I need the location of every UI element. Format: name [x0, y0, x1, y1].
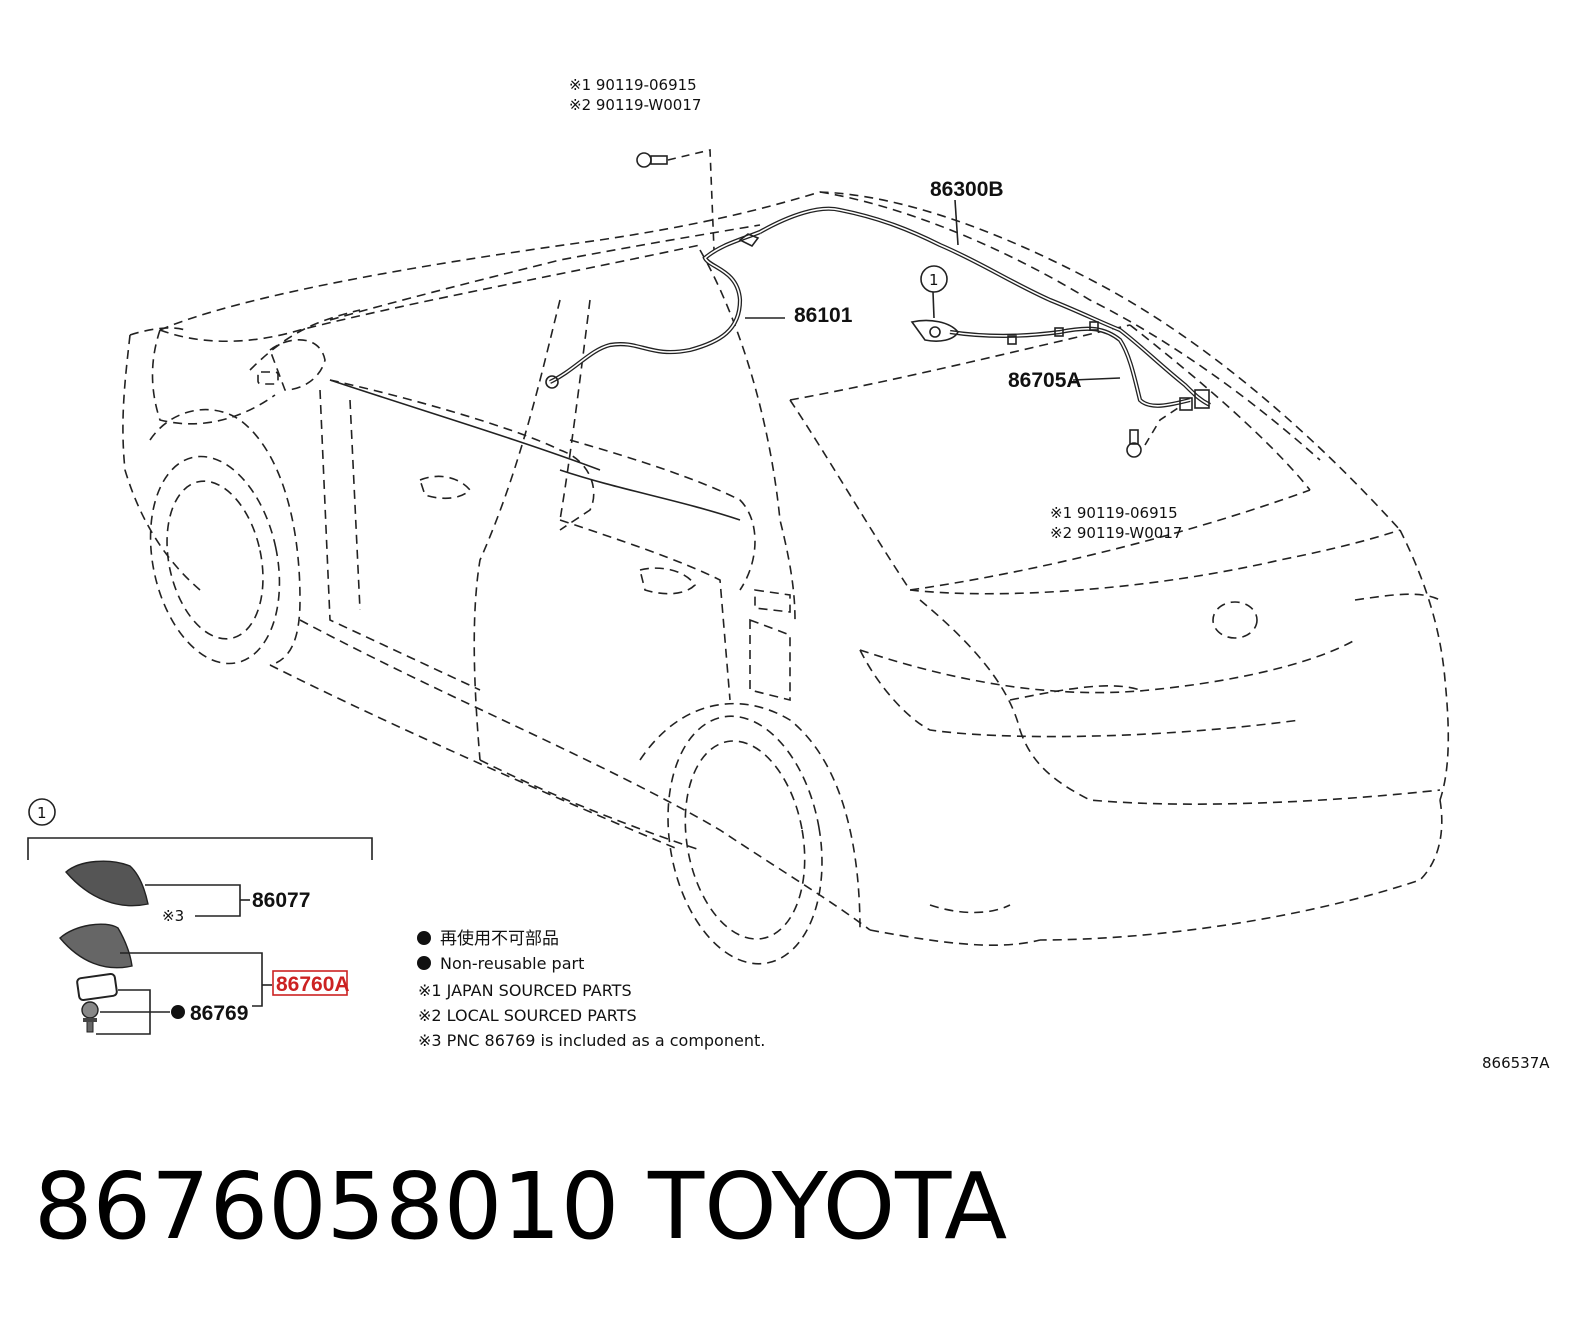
legend-note-1: ※1 JAPAN SOURCED PARTS	[418, 981, 632, 1000]
antenna-base-dot	[929, 326, 941, 338]
highlight-box-86760a	[272, 970, 348, 996]
right-note-1: ※1 90119-06915	[1050, 504, 1178, 522]
antenna-cable-86300b	[738, 206, 1211, 407]
nut-shape	[81, 1001, 99, 1019]
antenna-cover-86077-shape	[65, 860, 149, 907]
car-outline	[122, 191, 1450, 965]
part-label-86101: 86101	[794, 304, 853, 327]
part-label-86760a: 86760A	[276, 973, 350, 996]
legend-note-2: ※2 LOCAL SOURCED PARTS	[418, 1006, 637, 1025]
inset-circle-label: 1	[37, 804, 47, 822]
top-note-2: ※2 90119-W0017	[569, 96, 701, 114]
legend-non-reusable-en: Non-reusable part	[440, 954, 584, 973]
antenna-cable-86101	[545, 230, 761, 389]
part-label-86077: 86077	[252, 889, 310, 912]
antenna-assy-86760a-shape	[59, 923, 133, 969]
right-note-2: ※2 90119-W0017	[1050, 524, 1182, 542]
bolt-right	[1126, 429, 1142, 458]
cable-clips	[1007, 321, 1099, 345]
top-note-1: ※1 90119-06915	[569, 76, 697, 94]
part-label-86300b: 86300B	[930, 178, 1004, 201]
legend: 再使用不可部品 Non-reusable part ※1 JAPAN SOURC…	[417, 928, 765, 1050]
gasket-shape	[76, 972, 118, 1002]
note-3-marker: ※3	[162, 907, 184, 925]
roof-antenna-shape	[910, 319, 959, 342]
part-label-86705a: 86705A	[1008, 369, 1082, 392]
caption-part-number: 8676058010	[34, 1153, 619, 1260]
part-label-86769: 86769	[190, 1002, 248, 1025]
screw-shape	[83, 1018, 97, 1033]
bolt-top	[636, 152, 668, 168]
non-reusable-dot-86769	[171, 1005, 185, 1019]
antenna-cable-86705a	[949, 326, 1210, 411]
leader-lines	[667, 148, 1179, 446]
legend-non-reusable-jp: 再使用不可部品	[440, 928, 559, 949]
caption-brand: TOYOTA	[647, 1153, 1007, 1260]
figure-code: 866537A	[1482, 1054, 1550, 1072]
inset-detail: 1 ※3 86077 86760A 86769	[27, 798, 373, 1035]
callout-circle-1: 1	[920, 265, 948, 293]
legend-note-3: ※3 PNC 86769 is included as a component.	[418, 1031, 765, 1050]
callout-circle-1-label: 1	[929, 271, 939, 289]
